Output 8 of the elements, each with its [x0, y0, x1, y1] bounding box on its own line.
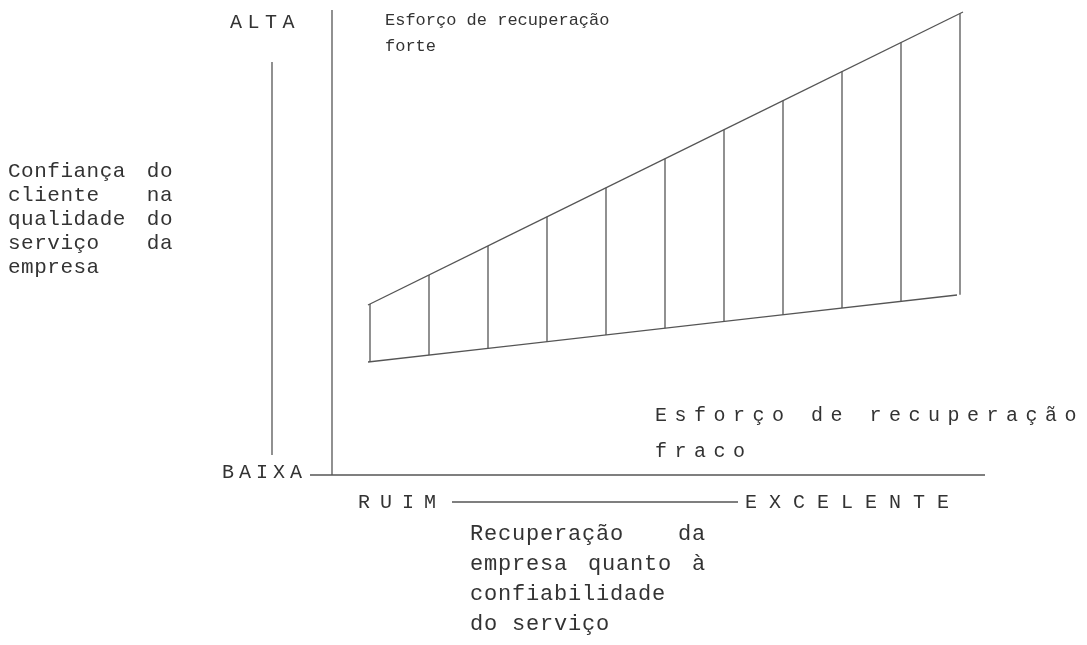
axis-label: ALTA — [230, 10, 301, 36]
axis-title: Confiança do cliente na qualidade do serviço da empresa — [8, 160, 173, 280]
axis-label: Esforço de recuperação forte — [385, 10, 611, 58]
axis-label: RUIM — [358, 490, 447, 516]
axis-label: BAIXA — [222, 460, 308, 486]
axis-label: EXCELENTE — [745, 490, 963, 516]
axis-label: Esforço de recuperação fraco — [655, 403, 1086, 465]
axis-title: Recuperação da empresa quanto à confiabilidade do serviço — [470, 521, 706, 639]
